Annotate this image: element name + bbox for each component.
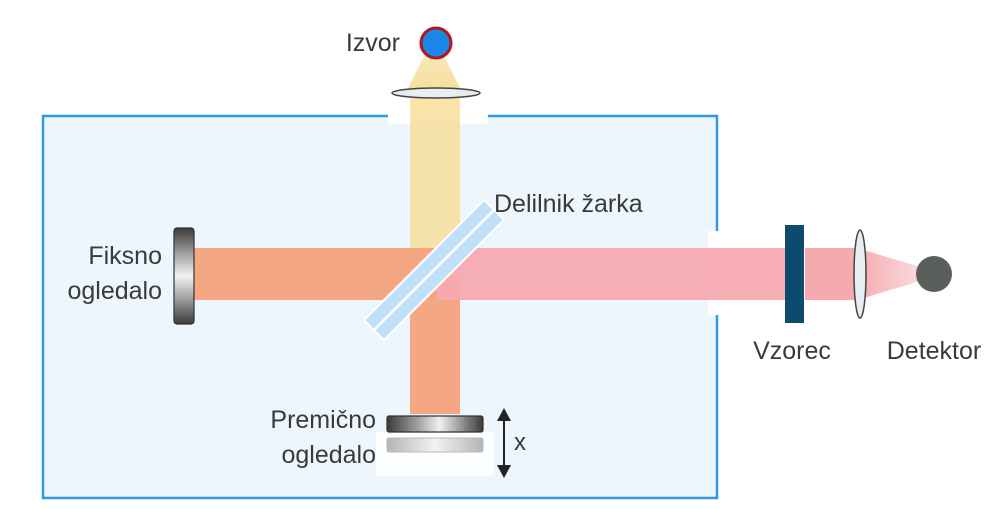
source-icon: [419, 26, 453, 60]
moving-mirror: [386, 415, 484, 433]
moving-mirror-ghost: [386, 437, 484, 453]
beam-splitter: [362, 198, 506, 342]
displacement-arrow-icon: [497, 408, 511, 478]
label-moving-mirror-line1: Premično: [270, 406, 376, 434]
sample: [785, 225, 804, 323]
output-beam-after-sample: [805, 248, 857, 300]
fixed-mirror: [173, 227, 195, 325]
label-source: Izvor: [346, 29, 400, 57]
label-fixed-mirror-line1: Fiksno: [88, 242, 162, 270]
detector-lens: [853, 229, 867, 319]
label-sample: Vzorec: [753, 337, 831, 365]
label-beam-splitter: Delilnik žarka: [494, 190, 643, 218]
source-beam-cone: [406, 56, 462, 92]
label-detector: Detektor: [887, 337, 981, 365]
source-beam: [410, 92, 460, 252]
label-moving-mirror-line2: ogledalo: [281, 441, 376, 469]
label-displacement: x: [514, 429, 526, 456]
detector-icon: [916, 256, 952, 292]
focused-beam: [857, 248, 930, 300]
output-beam: [436, 248, 786, 300]
label-fixed-mirror-line2: ogledalo: [67, 277, 162, 305]
source-lens: [391, 87, 481, 99]
